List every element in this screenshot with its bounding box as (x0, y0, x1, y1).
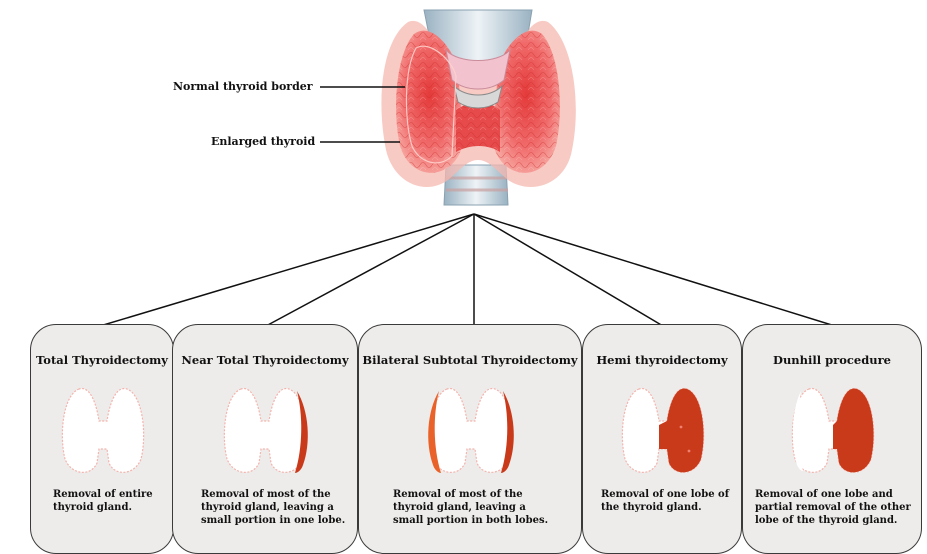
procedure-card-total: Total Thyroidectomy Removal of entire th… (30, 324, 174, 554)
thyroid-illustration (381, 10, 575, 205)
enlarged-thyroid-label: Enlarged thyroid (211, 135, 315, 148)
procedure-title: Near Total Thyroidectomy (173, 353, 357, 367)
procedure-title: Dunhill procedure (743, 353, 921, 367)
procedure-card-dunhill: Dunhill procedure Removal of one lobe an… (742, 324, 922, 554)
procedure-card-bilateral-subtotal: Bilateral Subtotal Thyroidectomy Removal… (358, 324, 582, 554)
connector-line (474, 214, 835, 326)
procedure-card-hemi: Hemi thyroidectomy Removal of one lobe o… (582, 324, 742, 554)
connector-line (266, 214, 474, 326)
procedure-description: Removal of one lobe of the thyroid gland… (601, 488, 729, 514)
procedure-description: Removal of most of the thyroid gland, le… (393, 488, 548, 527)
thyroid-outline-icon (779, 385, 887, 477)
thyroid-outline-icon (609, 385, 717, 477)
procedure-title: Bilateral Subtotal Thyroidectomy (359, 353, 581, 367)
connector-line (474, 214, 663, 326)
thyroid-outline-icon (49, 385, 157, 477)
procedure-description: Removal of entire thyroid gland. (53, 488, 153, 514)
procedure-title: Hemi thyroidectomy (583, 353, 741, 367)
connector-lines (100, 214, 835, 326)
thyroid-outline-icon (417, 385, 525, 477)
normal-thyroid-border-label: Normal thyroid border (173, 80, 313, 93)
connector-line (100, 214, 474, 326)
procedure-title: Total Thyroidectomy (31, 353, 173, 367)
thyroid-outline-icon (211, 385, 319, 477)
procedure-description: Removal of one lobe and partial removal … (755, 488, 911, 527)
procedure-card-near-total: Near Total Thyroidectomy Removal of most… (172, 324, 358, 554)
procedure-description: Removal of most of the thyroid gland, le… (201, 488, 345, 527)
